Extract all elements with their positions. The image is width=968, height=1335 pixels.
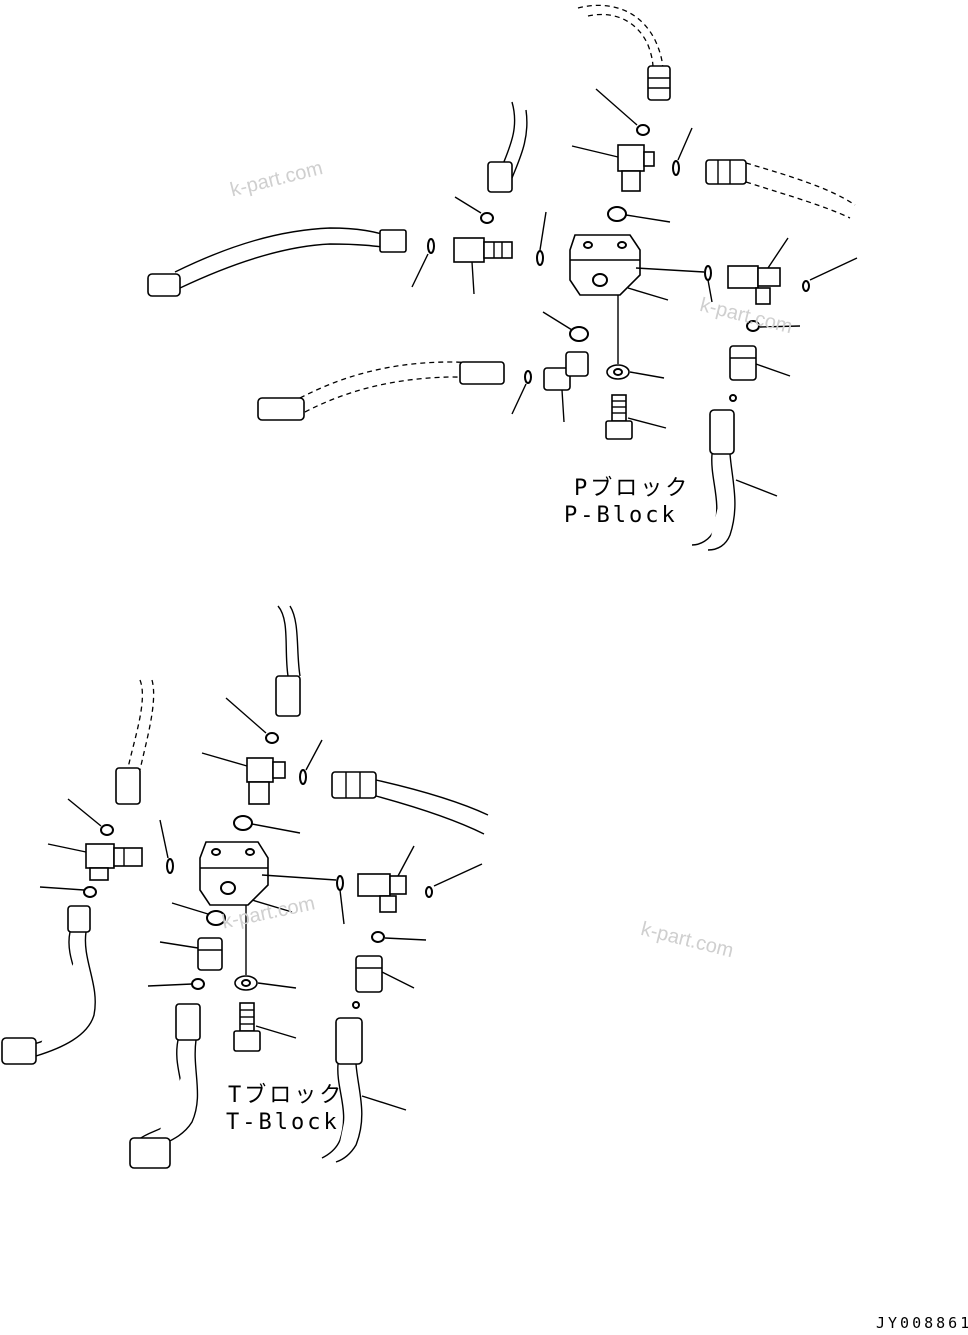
p-hose-right [705,159,856,219]
t-o-ring-9 [371,931,385,943]
p-o-ring-3 [607,206,627,222]
p-elbow-fitting [543,351,589,391]
t-hose-right [331,771,489,835]
t-tee-fitting-left [85,843,143,881]
t-block-label-jp: Tブロック [228,1083,345,1108]
t-o-ring-4 [100,824,114,836]
t-block-label-en: T-Block [226,1110,340,1135]
p-hose-left-long [147,227,407,297]
p-block-label-jp: Pブロック [574,476,691,501]
p-o-ring-1 [636,124,650,136]
t-hose-bottom-middle [129,1003,201,1169]
t-hose-bottom-left [1,905,96,1065]
t-block-body [199,841,269,906]
p-hose-lower-left [257,361,505,421]
p-bolt [605,394,633,440]
p-o-ring-10 [569,326,589,342]
drawing-code: JY008861 [876,1314,968,1332]
p-o-ring-8 [802,280,810,292]
p-tee-fitting-right [727,265,781,305]
p-washer [606,364,630,380]
p-adapter-right [729,345,757,381]
p-hose-top [577,4,671,101]
p-o-ring-11 [524,370,532,384]
p-tee-fitting-upper [617,144,655,192]
t-washer [234,975,258,991]
t-hose-top [275,605,301,717]
t-adapter-left [197,937,223,971]
t-o-ring-12 [352,1001,360,1009]
t-bolt [233,1002,261,1052]
p-hose-bottom [691,409,736,551]
p-block-body [569,234,641,296]
t-o-ring-8 [425,886,433,898]
p-block-assembly [147,4,858,551]
t-o-ring-6 [166,858,174,874]
p-o-ring-2 [672,160,680,176]
t-o-ring-3 [233,815,253,831]
p-o-ring-7 [704,265,712,281]
t-hose-far-left [115,679,155,805]
p-tee-fitting-left [453,237,513,263]
t-tee-fitting-upper [246,757,286,805]
t-o-ring-10 [206,910,226,926]
t-hose-bottom-right [321,1017,363,1163]
t-block-assembly [1,605,489,1169]
p-o-ring-5 [427,238,435,254]
t-o-ring-1 [265,732,279,744]
t-tee-fitting-right [357,873,407,913]
t-o-ring-7 [336,875,344,891]
p-hose-mid-top [487,101,528,193]
t-o-ring-2 [299,769,307,785]
p-o-ring-4 [480,212,494,224]
p-o-ring-9 [746,320,760,332]
t-o-ring-11 [191,978,205,990]
t-adapter-right [355,955,383,993]
p-o-ring-12 [729,394,737,402]
p-block-label-en: P-Block [564,503,678,528]
t-o-ring-5 [83,886,97,898]
p-o-ring-6 [536,250,544,266]
